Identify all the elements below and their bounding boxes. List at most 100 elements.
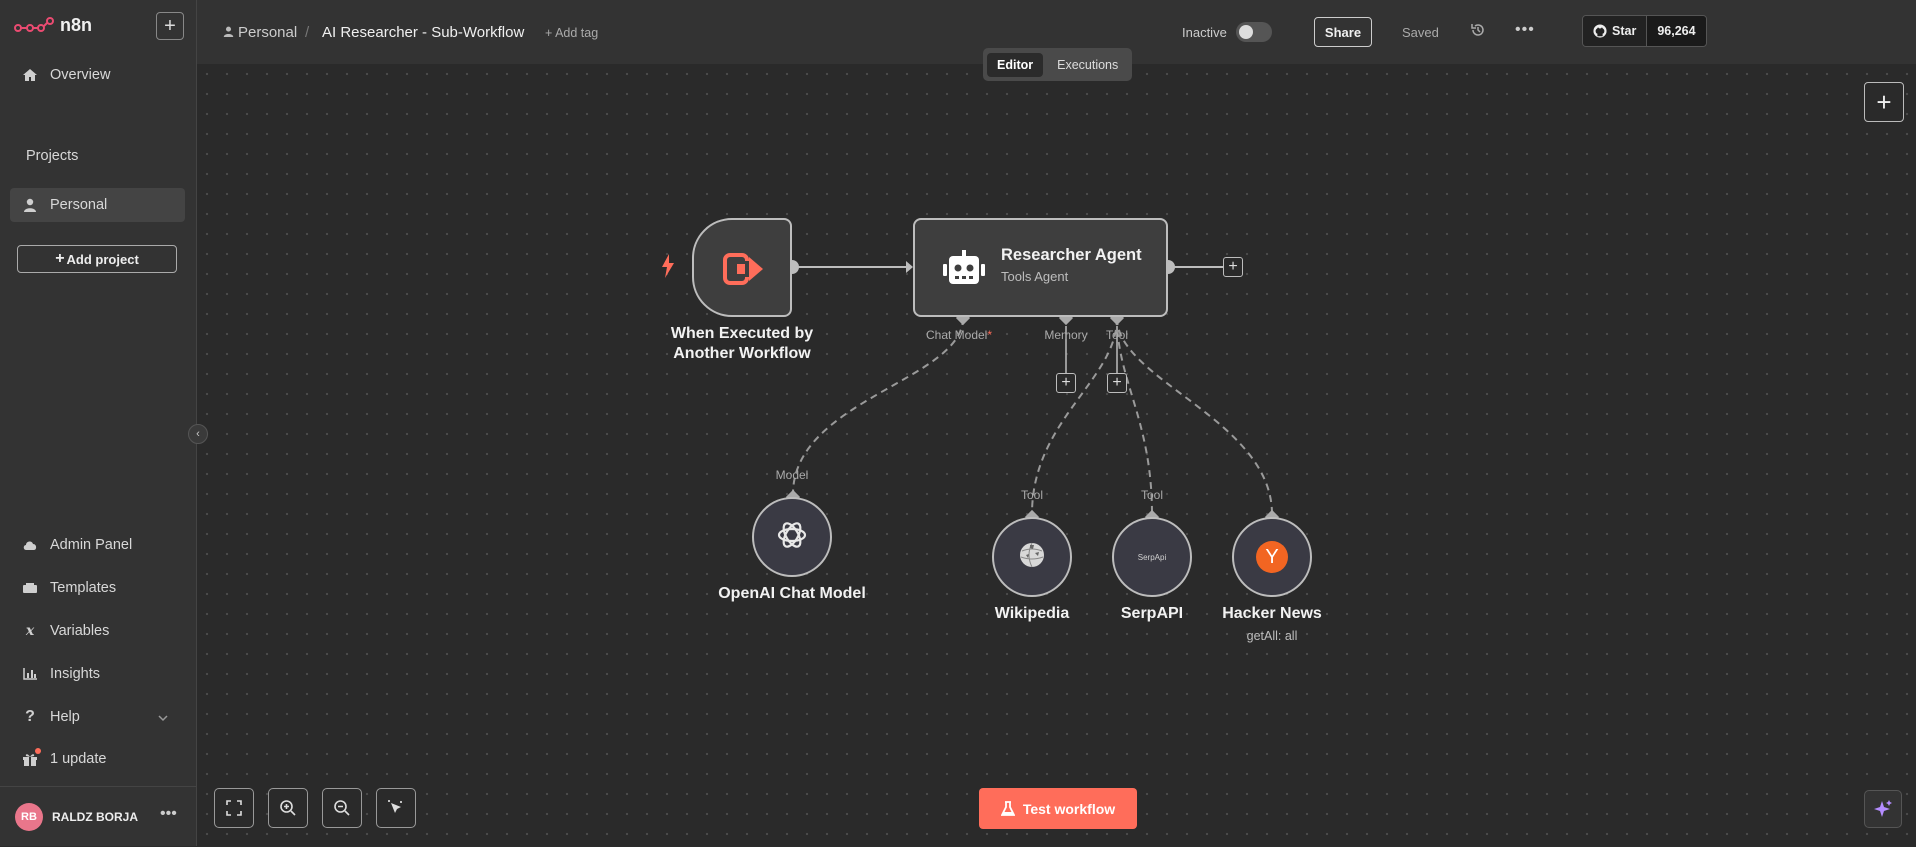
sidebar-item-updates[interactable]: 1 update — [10, 742, 185, 776]
zoom-out-icon — [334, 800, 350, 816]
memory-port-label: Memory — [1044, 328, 1088, 342]
add-tag-link[interactable]: + Add tag — [545, 26, 599, 40]
hacker-news-node-subtitle: getAll: all — [1246, 629, 1298, 643]
trigger-node-label: When Executed by Another Workflow — [671, 324, 813, 364]
user-icon — [22, 197, 38, 213]
user-icon — [223, 26, 234, 37]
sidebar-item-label: Admin Panel — [50, 537, 133, 553]
sidebar-item-insights[interactable]: Insights — [10, 657, 185, 691]
agent-text: Researcher Agent Tools Agent — [1001, 246, 1142, 284]
sign-out-icon — [723, 253, 765, 290]
history-icon[interactable] — [1470, 22, 1486, 43]
sidebar-item-templates[interactable]: Templates — [10, 571, 185, 605]
workflow-title[interactable]: AI Researcher - Sub-Workflow — [322, 24, 525, 41]
agent-title: Researcher Agent — [1001, 246, 1142, 264]
serpapi-node[interactable]: SerpApi — [1112, 517, 1192, 597]
plus-icon: + — [55, 250, 65, 267]
sidebar-item-label: 1 update — [50, 751, 107, 767]
avatar[interactable]: RB — [15, 803, 43, 831]
test-workflow-button[interactable]: Test workflow — [979, 788, 1137, 829]
openai-node-label: OpenAI Chat Model — [718, 585, 866, 602]
more-options-ellipsis-icon[interactable]: ••• — [1515, 21, 1535, 38]
n8n-logo[interactable]: n8n — [14, 15, 92, 36]
app-name: n8n — [60, 15, 93, 35]
tab-executions[interactable]: Executions — [1057, 57, 1119, 72]
chevron-down-icon — [157, 710, 169, 726]
gift-icon — [22, 748, 41, 767]
github-star-widget[interactable]: Star 96,264 — [1582, 15, 1707, 47]
github-star-button[interactable]: Star — [1583, 16, 1647, 46]
ai-assistant-sparkle-icon[interactable] — [1864, 790, 1902, 828]
update-dot — [35, 748, 41, 754]
add-memory-button[interactable]: + — [1056, 373, 1076, 393]
add-tool-button[interactable]: + — [1107, 373, 1127, 393]
create-button[interactable]: + — [156, 12, 184, 40]
variables-icon: x — [25, 623, 35, 639]
hacker-news-node[interactable]: Y — [1232, 517, 1312, 597]
fit-view-icon — [226, 800, 242, 816]
openai-icon — [774, 517, 810, 558]
view-tabs: Editor Executions — [983, 48, 1132, 81]
openai-chat-model-node[interactable] — [752, 497, 832, 577]
agent-subtitle: Tools Agent — [1001, 269, 1069, 284]
templates-icon — [22, 580, 38, 596]
sidebar-item-overview[interactable]: Overview — [10, 58, 185, 92]
home-icon — [22, 67, 38, 83]
workflow-canvas[interactable] — [197, 64, 1916, 846]
sidebar-item-personal[interactable]: Personal — [10, 188, 185, 222]
activate-toggle[interactable] — [1236, 22, 1272, 42]
hacker-news-logo-icon: Y — [1256, 541, 1288, 573]
serpapi-port-label: Tool — [1140, 488, 1164, 502]
chat-model-label-text: Chat Model — [925, 328, 988, 342]
projects-heading: Projects — [26, 148, 79, 164]
sidebar-item-label: Insights — [50, 666, 100, 682]
trigger-lightning-icon — [661, 254, 675, 283]
researcher-agent-node[interactable]: Researcher Agent Tools Agent — [913, 218, 1168, 317]
sidebar: n8n + Overview Projects Personal + Add p… — [0, 0, 197, 846]
tab-editor[interactable]: Editor — [987, 52, 1044, 77]
add-project-button[interactable]: + Add project — [17, 245, 177, 273]
sidebar-item-admin-panel[interactable]: Admin Panel — [10, 528, 185, 562]
tool-port-label: Tool — [1105, 328, 1129, 342]
tidy-up-button[interactable] — [376, 788, 416, 828]
magic-cursor-icon — [388, 800, 402, 813]
zoom-in-button[interactable] — [268, 788, 308, 828]
collapse-sidebar-chevron-left-icon[interactable]: ‹ — [188, 424, 208, 444]
github-icon — [1593, 24, 1607, 38]
wikipedia-node-label: Wikipedia — [994, 605, 1070, 622]
github-star-count: 96,264 — [1646, 16, 1706, 46]
sidebar-item-label: Variables — [50, 623, 110, 639]
fit-view-button[interactable] — [214, 788, 254, 828]
user-menu-ellipsis-icon[interactable]: ••• — [160, 805, 177, 822]
zoom-out-button[interactable] — [322, 788, 362, 828]
trigger-title-line2: Another Workflow — [673, 345, 811, 362]
test-workflow-label: Test workflow — [1022, 800, 1116, 817]
add-node-button[interactable]: + — [1864, 82, 1904, 122]
sidebar-item-help[interactable]: ? Help — [10, 700, 185, 734]
chat-model-port-label: Chat Model* — [926, 328, 992, 342]
trigger-title-line1: When Executed by — [670, 325, 814, 342]
cloud-icon — [22, 537, 38, 553]
trigger-node[interactable] — [692, 218, 792, 317]
share-button[interactable]: Share — [1314, 17, 1372, 47]
required-asterisk: * — [987, 328, 993, 342]
wikipedia-port-label: Tool — [1020, 488, 1044, 502]
zoom-in-icon — [280, 800, 296, 816]
sidebar-item-variables[interactable]: x Variables — [10, 614, 185, 648]
wikipedia-node[interactable] — [992, 517, 1072, 597]
help-icon: ? — [25, 708, 35, 725]
serpapi-node-label: SerpAPI — [1120, 605, 1184, 622]
breadcrumb[interactable]: Personal — [223, 24, 297, 41]
sidebar-item-label: Templates — [50, 580, 117, 596]
user-name: RALDZ BORJA — [52, 810, 138, 824]
github-star-label: Star — [1612, 24, 1637, 38]
model-port-label: Model — [775, 468, 809, 482]
sidebar-item-label: Personal — [50, 197, 108, 213]
n8n-logo-icon — [14, 16, 54, 32]
sidebar-item-label: Overview — [50, 67, 111, 83]
flask-icon — [1000, 800, 1015, 816]
activation-status: Inactive — [1182, 25, 1227, 40]
add-next-node-button[interactable]: + — [1223, 257, 1243, 277]
user-footer: RB RALDZ BORJA ••• — [0, 786, 197, 847]
add-project-label: Add project — [66, 251, 139, 267]
